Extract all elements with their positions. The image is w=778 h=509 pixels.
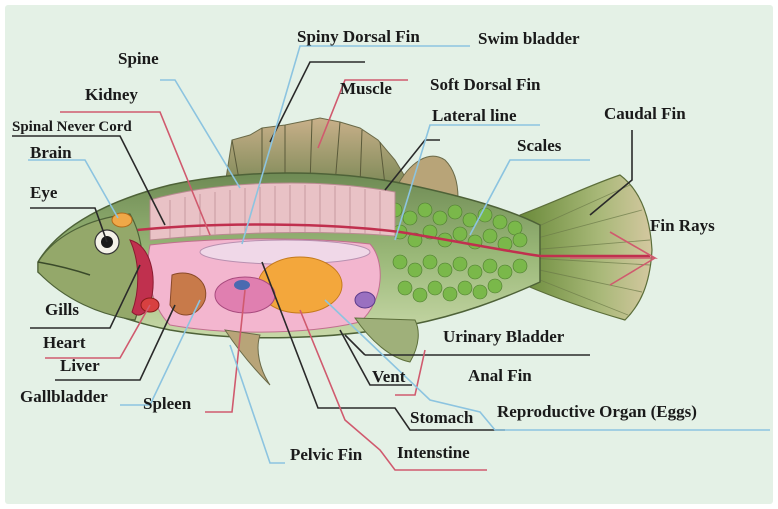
- label-urinary-bladder: Urinary Bladder: [443, 327, 565, 346]
- label-kidney: Kidney: [85, 85, 138, 104]
- label-fin-rays: Fin Rays: [650, 216, 715, 235]
- label-vent: Vent: [372, 367, 406, 386]
- label-stomach: Stomach: [410, 408, 474, 427]
- label-spinal-never-cord: Spinal Never Cord: [12, 119, 132, 135]
- label-gills: Gills: [45, 300, 79, 319]
- brain-shape: [112, 213, 132, 227]
- label-spine: Spine: [118, 49, 159, 68]
- label-muscle: Muscle: [340, 79, 392, 98]
- label-reproductive-organ: Reproductive Organ (Eggs): [497, 402, 697, 421]
- urinary-bladder-shape: [355, 292, 375, 308]
- label-swim-bladder: Swim bladder: [478, 29, 580, 48]
- label-spleen: Spleen: [143, 394, 192, 413]
- label-scales: Scales: [517, 136, 562, 155]
- label-heart: Heart: [43, 333, 86, 352]
- label-intestine: Intenstine: [397, 443, 470, 462]
- label-pelvic-fin: Pelvic Fin: [290, 445, 363, 464]
- label-caudal-fin: Caudal Fin: [604, 104, 686, 123]
- label-soft-dorsal-fin: Soft Dorsal Fin: [430, 75, 541, 94]
- label-gallbladder: Gallbladder: [20, 387, 108, 406]
- muscle-region-shape: [150, 183, 395, 240]
- spleen-shape: [234, 280, 250, 290]
- label-brain: Brain: [30, 143, 72, 162]
- label-anal-fin: Anal Fin: [468, 366, 532, 385]
- label-lateral-line: Lateral line: [432, 106, 517, 125]
- label-eye: Eye: [30, 183, 58, 202]
- label-spiny-dorsal-fin: Spiny Dorsal Fin: [297, 27, 420, 46]
- label-liver: Liver: [60, 356, 100, 375]
